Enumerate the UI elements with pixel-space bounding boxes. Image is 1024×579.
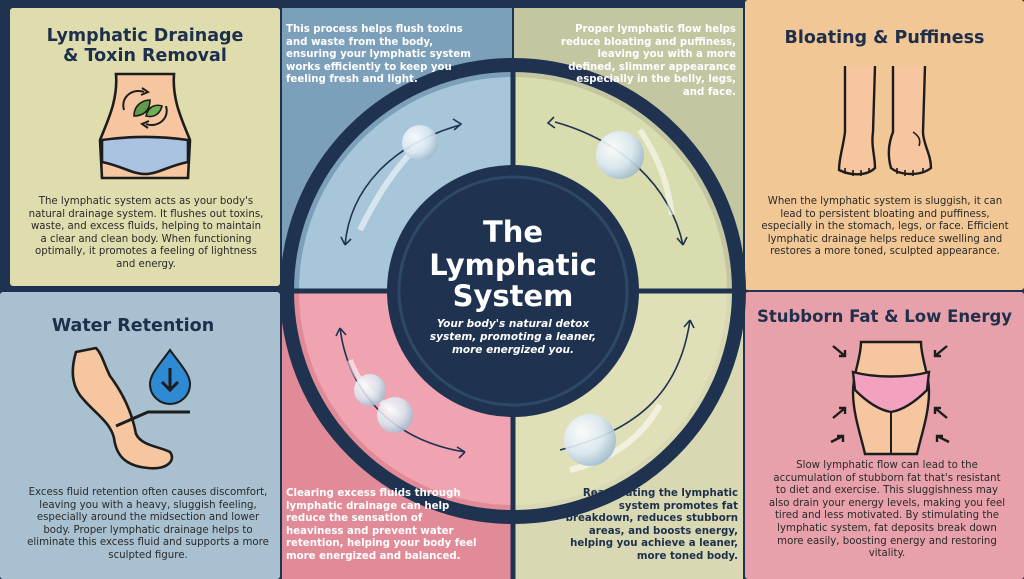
panel-text-fat: Slow lymphatic flow can lead to the accu… [768,460,1006,560]
quadrant-text-bottom-right: Reactivating the lymphatic system promot… [565,488,738,562]
quadrant-text-bottom-left: Clearing excess fluids through lymphatic… [286,488,477,562]
panel-title-drainage: Lymphatic Drainage & Toxin Removal [46,26,244,67]
panel-lymphatic-drainage: Lymphatic Drainage & Toxin Removal The l… [10,8,280,286]
quadrant-text-top-right: Proper lymphatic flow helps reduce bloat… [560,24,736,98]
panel-title-fat: Stubborn Fat & Low Energy [756,307,1013,326]
panel-bloating: Bloating & Puffiness When the lymphatic … [745,0,1024,290]
center-tagline-line2: system, promoting a leaner, [430,331,596,343]
swollen-leg-water-drop-icon [71,346,192,470]
center-tagline-line1: Your body's natural detox [437,318,590,330]
panel-text-bloating: When the lymphatic system is sluggish, i… [761,196,1009,258]
center-title-line2: Lymphatic [429,248,597,282]
center-title-line3: System [453,279,574,313]
hips-compression-arrows-icon [830,340,950,456]
panel-stubborn-fat: Stubborn Fat & Low Energy Slow lymphatic… [745,292,1024,579]
abdomen-leaf-icon [98,72,192,180]
quadrant-text-top-left: This process helps flush toxins and wast… [286,24,471,86]
center-tagline-line3: more energized you. [452,344,574,356]
fluid-bubbles [347,125,675,473]
panel-title-bloating: Bloating & Puffiness [784,28,985,48]
panel-title-water: Water Retention [51,316,215,336]
center-title-line1: The [483,215,543,249]
panel-water-retention: Water Retention Excess fluid retention o… [0,292,280,579]
swollen-legs-icon [837,65,933,176]
panel-text-water: Excess fluid retention often causes disc… [27,487,269,561]
panel-text-drainage: The lymphatic system acts as your body's… [28,196,264,270]
